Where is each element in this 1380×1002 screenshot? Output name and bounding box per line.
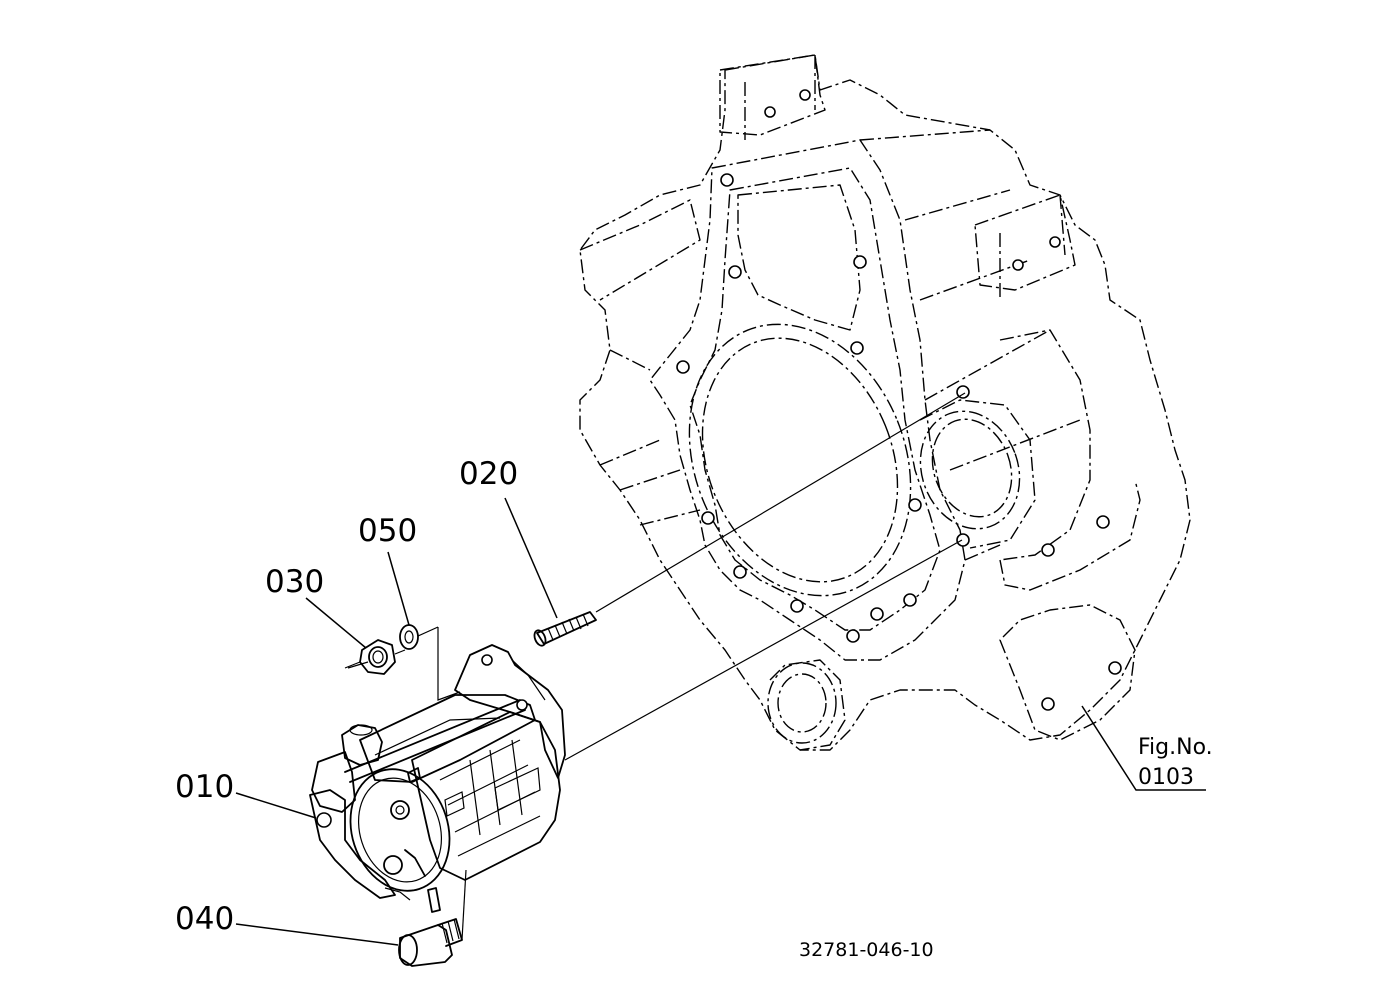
flywheel-housing xyxy=(579,54,1191,751)
nut-030 xyxy=(344,639,406,675)
stud-020 xyxy=(533,611,597,647)
leader-050 xyxy=(387,551,410,626)
fig-ref-number[interactable]: 0103 xyxy=(1138,765,1194,790)
callout-030: 030 xyxy=(265,564,324,600)
leader-fig-ref xyxy=(1081,705,1206,791)
leader-lines xyxy=(235,497,1206,946)
leader-040 xyxy=(235,923,399,946)
leader-030 xyxy=(305,597,367,649)
bolt-040 xyxy=(398,918,463,967)
starter-motor xyxy=(309,644,566,913)
fig-ref-label: Fig.No. xyxy=(1138,735,1213,760)
leader-010 xyxy=(235,792,317,819)
callout-020: 020 xyxy=(459,456,518,492)
drawing-number: 32781-046-10 xyxy=(799,939,934,961)
leader-020 xyxy=(504,497,558,619)
assembly-lines xyxy=(347,392,966,941)
callout-050: 050 xyxy=(358,513,417,549)
washer-050 xyxy=(399,624,439,650)
callout-040: 040 xyxy=(175,901,234,937)
callout-010: 010 xyxy=(175,769,234,805)
